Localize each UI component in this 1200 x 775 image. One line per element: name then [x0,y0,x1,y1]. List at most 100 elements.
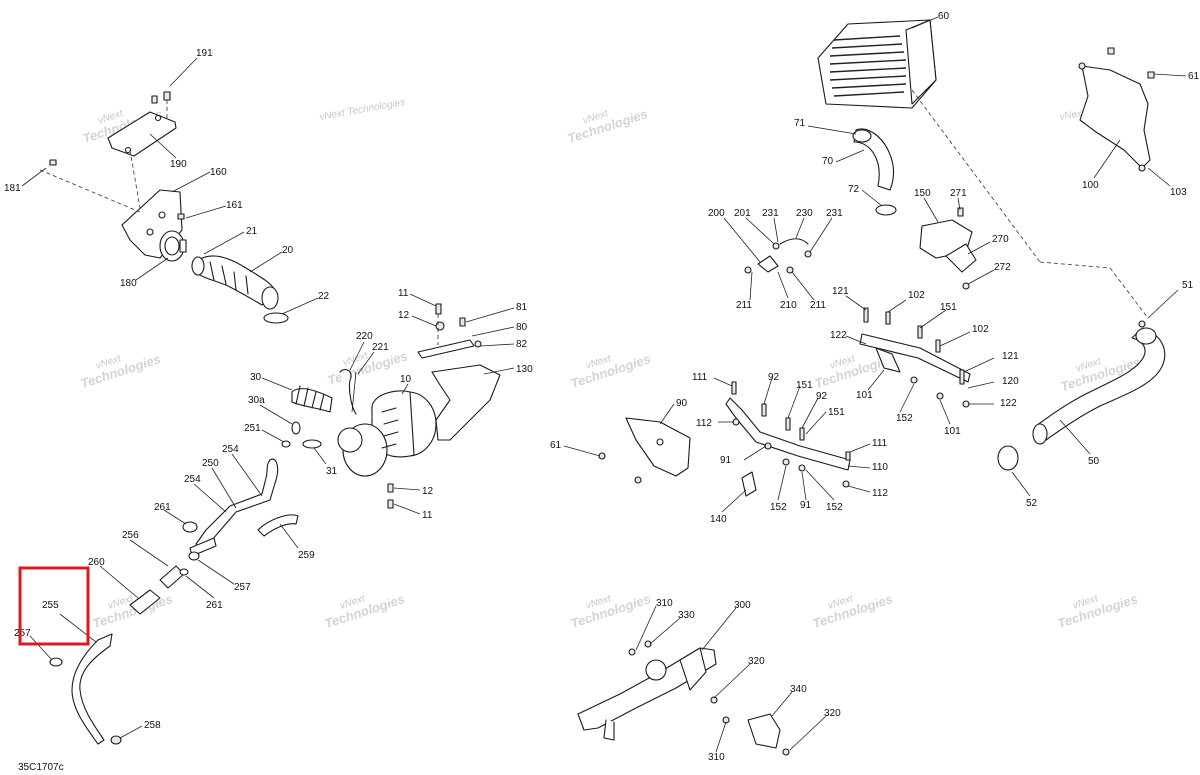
bracket-100 [1078,47,1155,172]
nut-91 [798,464,806,472]
callout-label: 130 [516,364,533,375]
callout-label: 51 [1182,280,1194,291]
callout-label: 122 [830,330,847,341]
callout-label: 61 [550,440,562,451]
watermark: vNext Technologies [323,591,407,631]
hose-50 [1032,320,1166,445]
callout-label: 230 [796,208,813,219]
intercooler-60 [817,19,1149,319]
callout-label: 152 [770,502,787,513]
callout-label: 50 [1088,456,1100,467]
bolt-121 [959,369,965,385]
callout-label: 300 [734,600,751,611]
shield-130 [431,364,501,441]
watermarks: vNext Technologies vNext Technologies vN… [79,97,1146,631]
watermark: vNext Technologies [1056,591,1140,631]
pipe-221 [351,371,357,413]
callout-label: 102 [908,290,925,301]
callout-label: 200 [708,208,725,219]
sensor-200-group [744,238,812,274]
callout-label: 81 [516,302,528,313]
watermark-text: Technologies [569,351,653,391]
plate-190 [107,111,177,157]
bracket-90-body [625,417,691,477]
shield-150 [919,207,977,290]
callout-label: 272 [994,262,1011,273]
callout-label: 257 [234,582,251,593]
fitting-256 [159,565,185,589]
callout-label: 258 [144,720,161,731]
callout-label: 190 [170,159,187,170]
callout-label: 91 [720,455,732,466]
callout-label: 112 [696,418,712,429]
hose-ribs [295,385,325,411]
callout-label: 211 [736,300,752,311]
bolt-151 [799,427,805,441]
watermark-text: Technologies [323,591,407,631]
nut-310 [628,648,636,656]
callout-label: 180 [120,278,137,289]
callout-label: 11 [422,510,433,521]
callout-label: 112 [872,488,888,499]
bolt-102 [935,339,941,353]
callout-label: 191 [196,48,213,59]
sensor-bracket [757,255,779,273]
callout-label: 257 [14,628,31,639]
callout-label: 320 [748,656,765,667]
bracket-90 [598,417,691,484]
callout-label: 111 [692,372,708,383]
tube-stub [603,719,615,741]
callout-label: 90 [676,398,688,409]
hose-50-body [1035,329,1166,441]
watermark-text: Technologies [811,591,895,631]
reference-code: 35C1707c [18,762,64,773]
pipe-255-body [71,633,113,745]
assembly-line [1109,267,1149,319]
hole [158,211,166,219]
callout-label: 101 [944,426,961,437]
callout-label: 161 [226,200,243,211]
screw-61 [1107,47,1115,55]
bracket-270 [945,243,977,273]
clamp-72 [875,204,897,216]
nut-103 [1138,164,1146,172]
watermark-text: Technologies [91,591,175,631]
bolt [151,95,158,104]
tube-300-body [577,647,717,731]
watermark-text: Technologies [569,591,653,631]
callout-label: 181 [4,183,21,194]
screw-61 [1147,71,1155,79]
callout-label: 256 [122,530,139,541]
hose-30 [291,388,333,413]
callout-label: 12 [422,486,434,497]
watermark: vNext Technologies [569,591,653,631]
callout-label: 250 [202,458,219,469]
clamp-22 [263,312,289,324]
hole [124,146,132,154]
bar-101-body [859,333,971,383]
intake-duct-20 [191,255,279,310]
hose-70-end [852,129,872,143]
callout-label: 151 [940,302,957,313]
callout-label: 102 [972,324,989,335]
callout-label: 60 [938,11,950,22]
bar-110 [725,381,851,497]
callout-label: 320 [824,708,841,719]
bracket-190-group [107,91,177,209]
watermark-text: Technologies [566,106,650,146]
callout-label: 71 [794,118,806,129]
callout-label: 121 [1002,351,1019,362]
fitting-260 [129,589,161,615]
callout-label: 20 [282,245,294,256]
fitting-30a [291,421,301,435]
callout-label: 30 [250,372,262,383]
callout-label: 52 [1026,498,1038,509]
callout-label: 11 [398,288,409,299]
callout-label: 254 [222,444,239,455]
callout-label: 221 [372,342,389,353]
duct-20 [195,255,276,306]
callout-label: 92 [768,372,780,383]
callout-label: 160 [210,167,227,178]
hole [154,114,162,122]
